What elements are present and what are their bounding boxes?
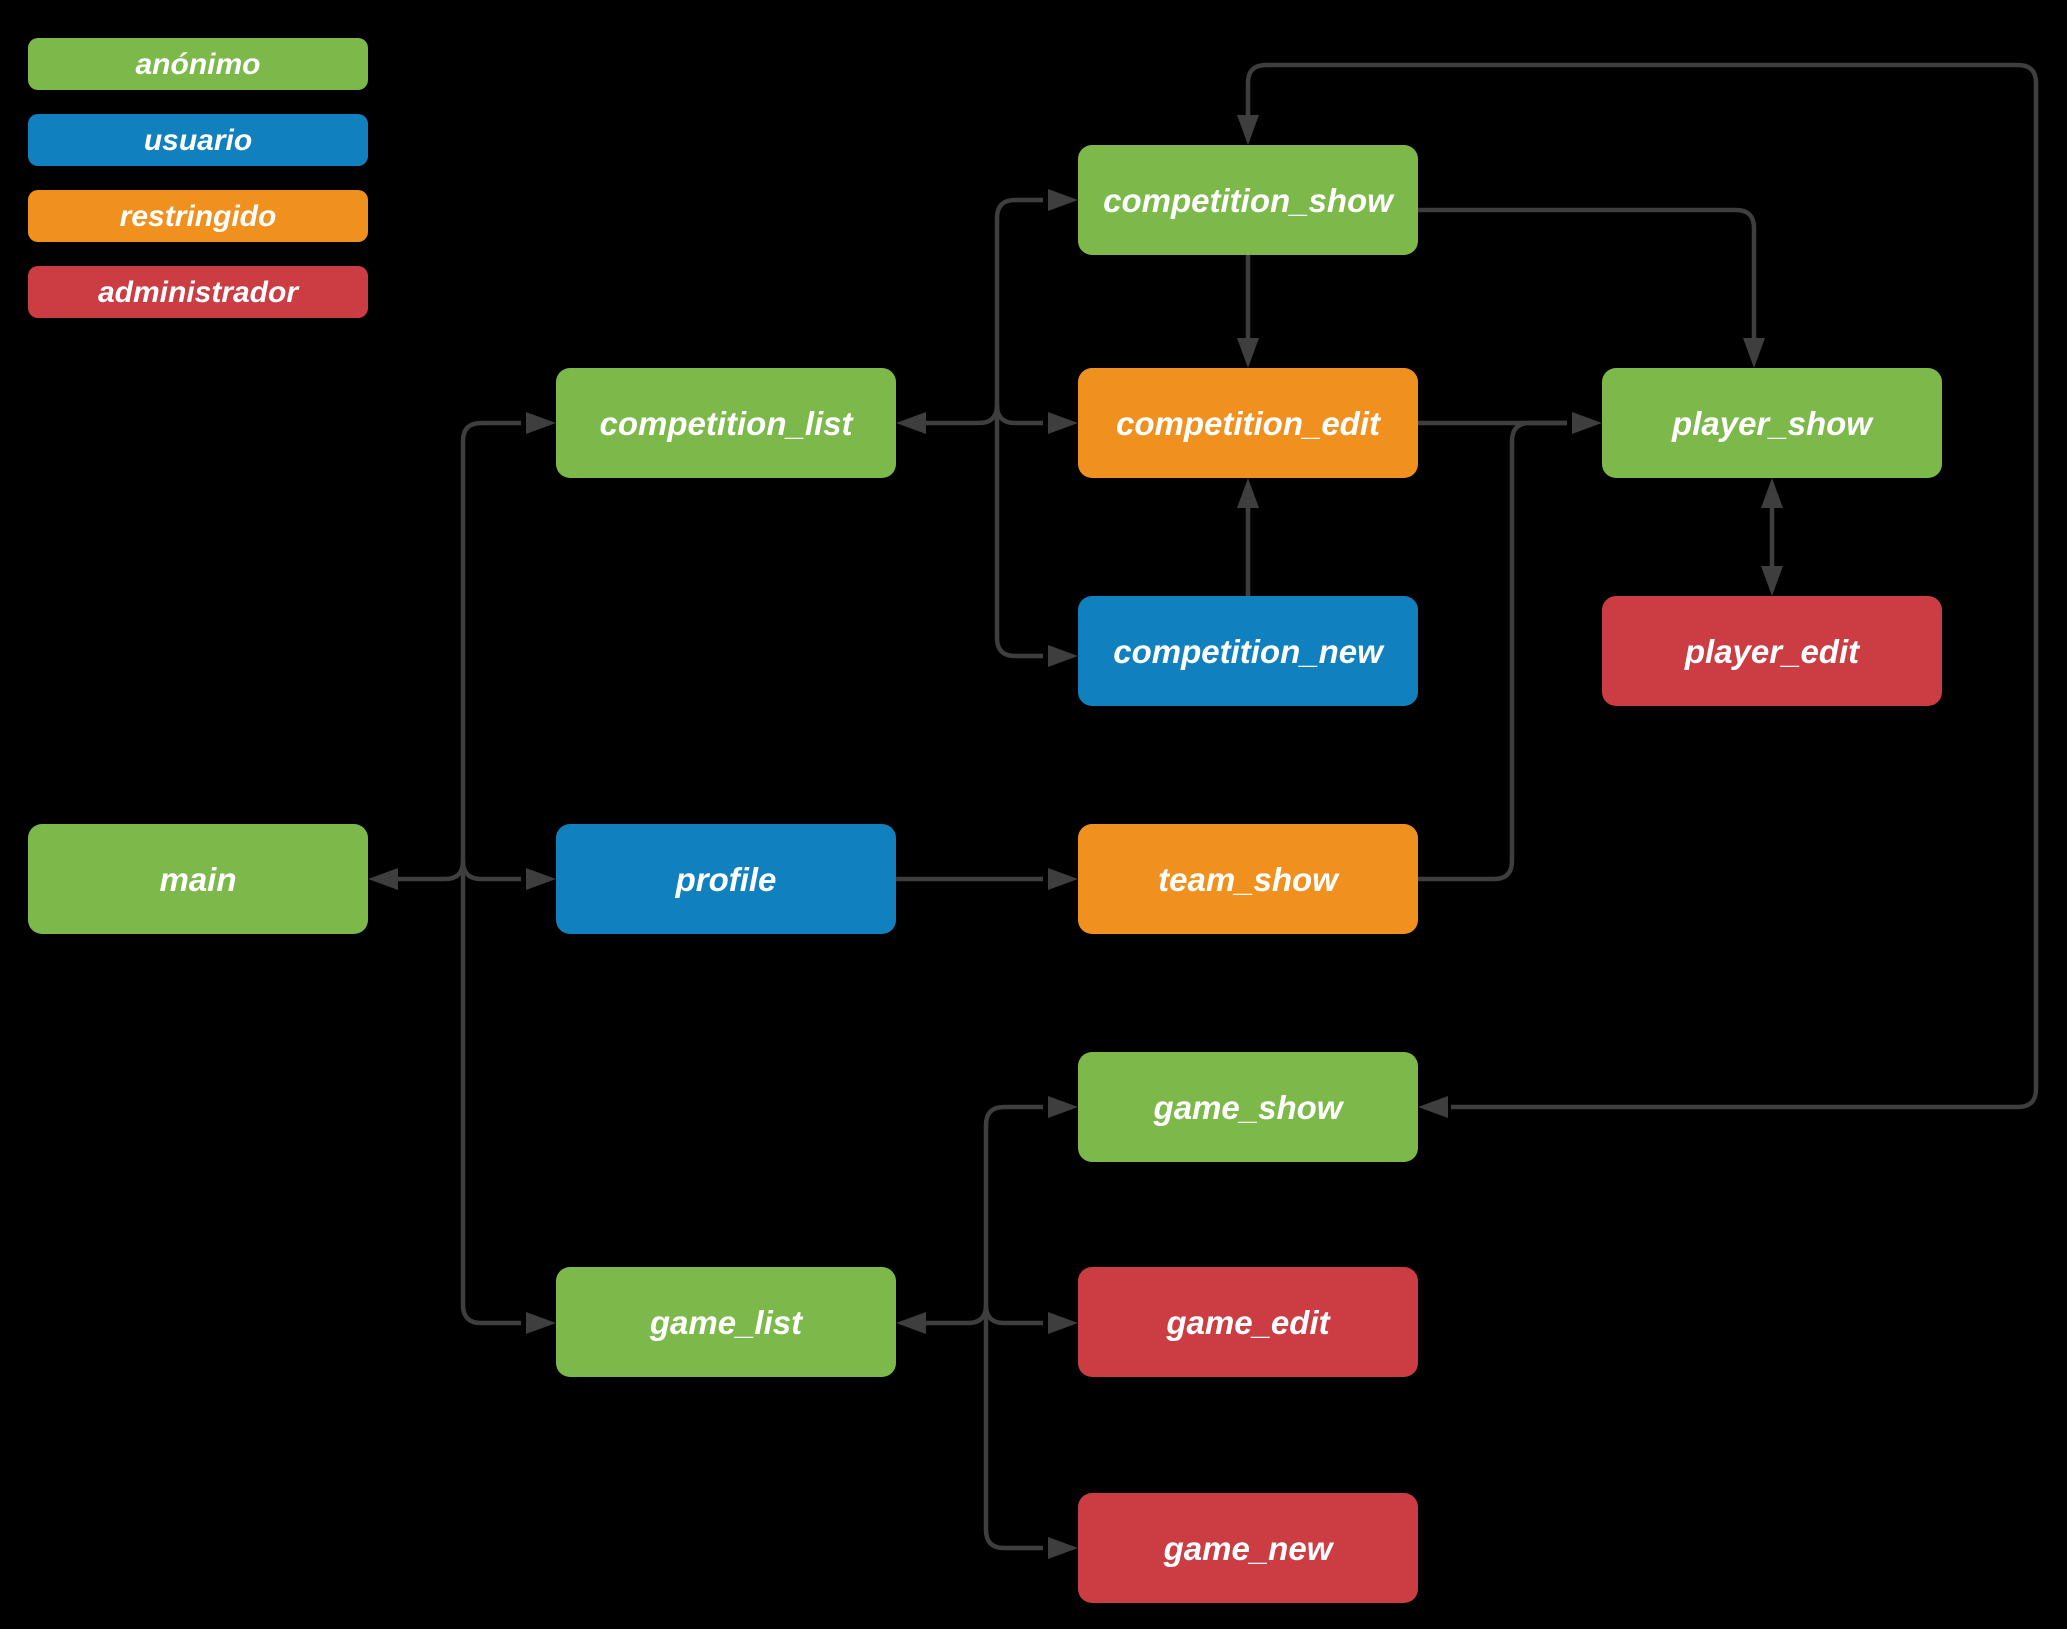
legend-swatch-restringido [28, 190, 368, 242]
node-label-game-list: game_list [649, 1304, 804, 1341]
node-rect-game-new [1078, 1493, 1418, 1603]
node-rect-competition-new [1078, 596, 1418, 706]
node-game-edit: game_edit [1078, 1267, 1418, 1377]
arrowhead-into-competition-edit-left [1048, 412, 1078, 434]
node-label-team-show: team_show [1158, 861, 1340, 898]
node-rect-game-list [556, 1267, 896, 1377]
node-label-profile: profile [675, 861, 777, 898]
arrowhead-into-player-show-top [1743, 338, 1765, 368]
edge-trunk-fork-into-main [398, 860, 466, 882]
edge-trunk-fork-into-competition-list [926, 404, 1000, 426]
node-label-game-edit: game_edit [1165, 1304, 1331, 1341]
node-game-list: game_list [556, 1267, 896, 1377]
arrowhead-into-main [368, 868, 398, 890]
node-game-show: game_show [1078, 1052, 1418, 1162]
edge-trunk-fork-into-game-list [926, 1304, 989, 1326]
node-player-edit: player_edit [1602, 596, 1942, 706]
legend-swatch-administrador [28, 266, 368, 318]
node-rect-team-show [1078, 824, 1418, 934]
node-team-show: team_show [1078, 824, 1418, 934]
node-player-show: player_show [1602, 368, 1942, 478]
edge-main-to-game-list [460, 1304, 521, 1326]
node-label-competition-new: competition_new [1113, 633, 1385, 670]
edge-arrowheads [368, 115, 1783, 1559]
node-label-player-show: player_show [1671, 405, 1874, 442]
edge-lines [398, 62, 2039, 1551]
node-competition-edit: competition_edit [1078, 368, 1418, 478]
arrowhead-into-competition-edit-top [1237, 338, 1259, 368]
node-rect-competition-list [556, 368, 896, 478]
arrowhead-into-player-show-bottom [1761, 478, 1783, 508]
legend-swatch-usuario [28, 114, 368, 166]
arrowhead-into-competition-list-right [896, 412, 926, 434]
edge-show-to-player-show-top [1418, 207, 1757, 338]
node-rect-competition-show [1078, 145, 1418, 255]
node-rect-game-show [1078, 1052, 1418, 1162]
legend-swatch-anonimo [28, 38, 368, 90]
legend-label-usuario: usuario [144, 124, 252, 157]
arrowhead-into-game-new [1048, 1537, 1078, 1559]
arrowhead-into-competition-show-left [1048, 189, 1078, 211]
node-competition-show: competition_show [1078, 145, 1418, 255]
arrowhead-into-competition-new [1048, 645, 1078, 667]
arrowhead-into-player-edit-top [1761, 566, 1783, 596]
arrowhead-into-game-show-right [1418, 1096, 1448, 1118]
edge-trunk-fork-into-game-edit [983, 1304, 1043, 1326]
edge-team-show-to-player-show [1418, 420, 1567, 882]
arrowhead-into-competition-edit-bottom [1237, 478, 1259, 508]
edge-trunk-into-game-new [983, 1529, 1043, 1551]
edge-trunk-fork-into-competition-edit [994, 404, 1043, 426]
legend-item-administrador: administrador [28, 266, 368, 318]
node-rect-main [28, 824, 368, 934]
arrowhead-into-competition-show-top [1237, 115, 1259, 145]
node-rect-competition-edit [1078, 368, 1418, 478]
arrowhead-into-game-edit [1048, 1312, 1078, 1334]
node-rect-game-edit [1078, 1267, 1418, 1377]
node-rect-player-edit [1602, 596, 1942, 706]
arrowhead-into-team-show [1048, 868, 1078, 890]
node-rect-player-show [1602, 368, 1942, 478]
nodes: competition_show competition_list compet… [28, 145, 1942, 1603]
node-label-competition-edit: competition_edit [1116, 405, 1382, 442]
node-game-new: game_new [1078, 1493, 1418, 1603]
node-label-competition-show: competition_show [1103, 182, 1395, 219]
edge-show-game-show-loop [1245, 62, 2039, 1110]
edge-trunk-into-competition-new [994, 637, 1043, 659]
arrowhead-into-game-list-left [526, 1312, 556, 1334]
legend: anónimo usuario restringido administrado… [28, 38, 368, 318]
legend-label-administrador: administrador [98, 276, 300, 309]
node-label-main: main [159, 861, 236, 898]
node-label-competition-list: competition_list [599, 405, 854, 442]
legend-label-anonimo: anónimo [136, 48, 261, 81]
arrowhead-into-game-show-left [1048, 1096, 1078, 1118]
legend-item-anonimo: anónimo [28, 38, 368, 90]
node-label-game-show: game_show [1153, 1089, 1345, 1126]
arrowhead-into-player-show-left [1572, 412, 1602, 434]
node-competition-list: competition_list [556, 368, 896, 478]
node-profile: profile [556, 824, 896, 934]
edge-trunk-into-game-show [983, 1104, 1043, 1126]
edge-main-to-competition-list [460, 420, 521, 442]
node-label-game-new: game_new [1163, 1530, 1335, 1567]
edge-trunk-into-competition-show [994, 197, 1043, 219]
arrowhead-into-competition-list-left [526, 412, 556, 434]
edge-trunk-fork-into-profile [460, 860, 521, 882]
node-label-player-edit: player_edit [1684, 633, 1861, 670]
node-main: main [28, 824, 368, 934]
arrowhead-into-profile [526, 868, 556, 890]
node-rect-profile [556, 824, 896, 934]
node-competition-new: competition_new [1078, 596, 1418, 706]
arrowhead-into-game-list-right [896, 1312, 926, 1334]
legend-item-restringido: restringido [28, 190, 368, 242]
legend-item-usuario: usuario [28, 114, 368, 166]
legend-label-restringido: restringido [120, 200, 277, 233]
